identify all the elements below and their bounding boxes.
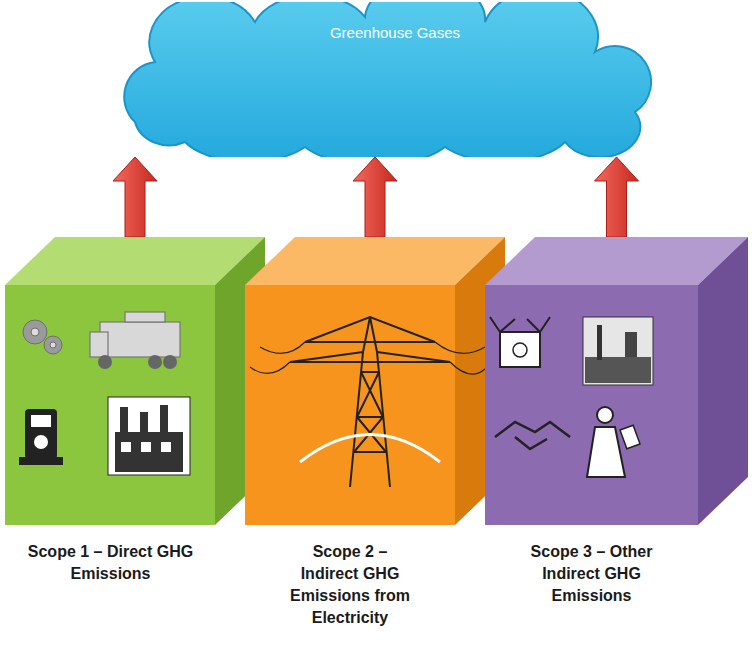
scope-label: Scope 1 – Direct GHG Emissions [23, 541, 198, 585]
scope-cube: Scope 3 – Other Indirect GHG Emissions [485, 237, 748, 647]
scope-cube: Scope 1 – Direct GHG Emissions [5, 237, 267, 647]
cube-illustration [5, 237, 267, 647]
cube-illustration [245, 237, 507, 647]
block-arrow [113, 157, 157, 237]
cloud-title: Greenhouse Gases [95, 24, 695, 41]
scope-label: Scope 3 – Other Indirect GHG Emissions [509, 541, 674, 607]
block-arrow [353, 157, 397, 237]
scope-label: Scope 2 – Indirect GHG Emissions from El… [285, 541, 415, 629]
cube-illustration [485, 237, 748, 647]
scope-cube: Scope 2 – Indirect GHG Emissions from El… [245, 237, 507, 647]
cloud-shape: Greenhouse Gases [95, 2, 695, 157]
block-arrow [595, 157, 639, 237]
